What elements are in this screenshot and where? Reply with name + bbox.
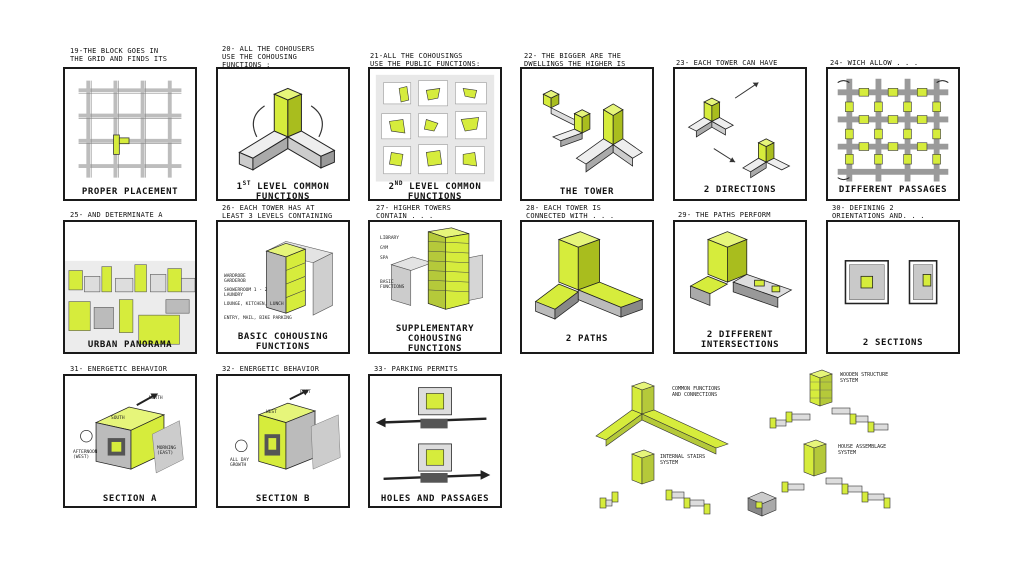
panel-25-panorama: URBAN PANORAMA (63, 220, 197, 354)
caption-29: 29- THE PATHS PERFORM (678, 211, 771, 219)
label-two-directions: 2 DIRECTIONS (703, 185, 777, 195)
axo-label-wooden: WOODEN STRUCTURE SYSTEM (840, 372, 889, 384)
note-east: EAST (300, 390, 311, 395)
caption-32: 32- ENERGETIC BEHAVIOR (222, 365, 320, 373)
caption-20: 20- ALL THE COHOUSERS USE THE COHOUSING … (222, 45, 315, 69)
caption-31: 31- ENERGETIC BEHAVIOR (70, 365, 168, 373)
label-two-sections: 2 SECTIONS (862, 338, 924, 348)
panel-32-section-b: EAST WEST ALL DAY GROWTH SECTION B (216, 374, 350, 508)
axo-label-stairs: INTERNAL STAIRS SYSTEM (660, 454, 706, 466)
label-supplementary: SUPPLEMENTARY COHOUSING FUNCTIONS (395, 324, 475, 354)
label-basic-cohousing: BASIC COHOUSING FUNCTIONS (237, 332, 329, 352)
note-morning: MORNING (EAST) (157, 446, 176, 456)
panel-33-holes: HOLES AND PASSAGES (368, 374, 502, 508)
note-all-day: ALL DAY GROWTH (230, 458, 249, 468)
panel-20-first-level: 1ST LEVEL COMMON FUNCTIONS (216, 67, 350, 201)
note-basic-functions: BASIC FUNCTIONS (380, 280, 405, 290)
note-south: SOUTH (111, 416, 125, 421)
label-two-paths: 2 PATHS (565, 334, 609, 344)
label-the-tower: THE TOWER (559, 187, 615, 197)
caption-28: 28- EACH TOWER IS CONNECTED WITH . . . (526, 204, 615, 220)
axo-label-common: COMMON FUNCTIONS AND CONNECTIONS (672, 386, 721, 398)
label-two-intersections: 2 DIFFERENT INTERSECTIONS (700, 330, 780, 350)
panel-28-two-paths: 2 PATHS (520, 220, 654, 354)
note-spa: SPA (380, 256, 389, 261)
panel-31-section-a: NORTH SOUTH AFTERNOON (WEST) MORNING (EA… (63, 374, 197, 508)
panel-27-supplementary: LIBRARY GYM SPA BASIC FUNCTIONS SUPPLEME… (368, 220, 502, 354)
note-north: NORTH (149, 396, 163, 401)
note-wardrobe: WARDROBE GARDEROB (224, 274, 246, 284)
caption-27: 27- HIGHER TOWERS CONTAIN . . . (376, 204, 452, 220)
note-west: WEST (266, 410, 277, 415)
label-different-passages: DIFFERENT PASSAGES (838, 185, 948, 195)
panel-23-directions: 2 DIRECTIONS (673, 67, 807, 201)
label-proper-placement: PROPER PLACEMENT (81, 187, 179, 197)
panel-30-sections: 2 SECTIONS (826, 220, 960, 354)
caption-21: 21-ALL THE COHOUSINGS USE THE PUBLIC FUN… (370, 52, 481, 68)
note-entry: ENTRY, MAIL, BIKE PARKING (224, 316, 292, 321)
panel-21-second-level: 2ND LEVEL COMMON FUNCTIONS (368, 67, 502, 201)
caption-30: 30- DEFINING 2 ORIENTATIONS AND. . . (832, 204, 925, 220)
note-library: LIBRARY (380, 236, 399, 241)
label-first-level: 1ST LEVEL COMMON FUNCTIONS (236, 180, 330, 201)
panel-22-tower: THE TOWER (520, 67, 654, 201)
caption-33: 33- PARKING PERMITS (374, 365, 458, 373)
note-lounge: LOUNGE, KITCHEN, LUNCH (224, 302, 284, 307)
panel-29-intersections: 2 DIFFERENT INTERSECTIONS (673, 220, 807, 354)
caption-25: 25- AND DETERMINATE A (70, 211, 163, 219)
label-holes-passages: HOLES AND PASSAGES (380, 494, 490, 504)
note-showerroom: SHOWERROOM 1 - 2 LAUNDRY (224, 288, 268, 298)
panel-19-placement: PROPER PLACEMENT (63, 67, 197, 201)
caption-26: 26- EACH TOWER HAS AT LEAST 3 LEVELS CON… (222, 204, 333, 220)
panel-24-passages: DIFFERENT PASSAGES (826, 67, 960, 201)
note-afternoon: AFTERNOON (WEST) (73, 450, 98, 460)
axo-house-assemblage (742, 436, 900, 520)
label-section-b: SECTION B (255, 494, 311, 504)
label-urban-panorama: URBAN PANORAMA (87, 340, 173, 350)
caption-22: 22- THE BIGGER ARE THE DWELLINGS THE HIG… (524, 52, 626, 68)
axo-internal-stairs (592, 448, 732, 518)
axo-label-house: HOUSE ASSEMBLAGE SYSTEM (838, 444, 887, 456)
label-second-level: 2ND LEVEL COMMON FUNCTIONS (388, 180, 482, 201)
caption-24: 24- WICH ALLOW . . . (830, 59, 919, 67)
axo-common-functions (592, 380, 732, 460)
note-gym: GYM (380, 246, 389, 251)
label-section-a: SECTION A (102, 494, 158, 504)
panel-26-basic: WARDROBE GARDEROB SHOWERROOM 1 - 2 LAUND… (216, 220, 350, 354)
caption-23: 23- EACH TOWER CAN HAVE (676, 59, 778, 67)
caption-19: 19-THE BLOCK GOES IN THE GRID AND FINDS … (70, 47, 168, 63)
axo-wooden-structure (760, 364, 900, 444)
